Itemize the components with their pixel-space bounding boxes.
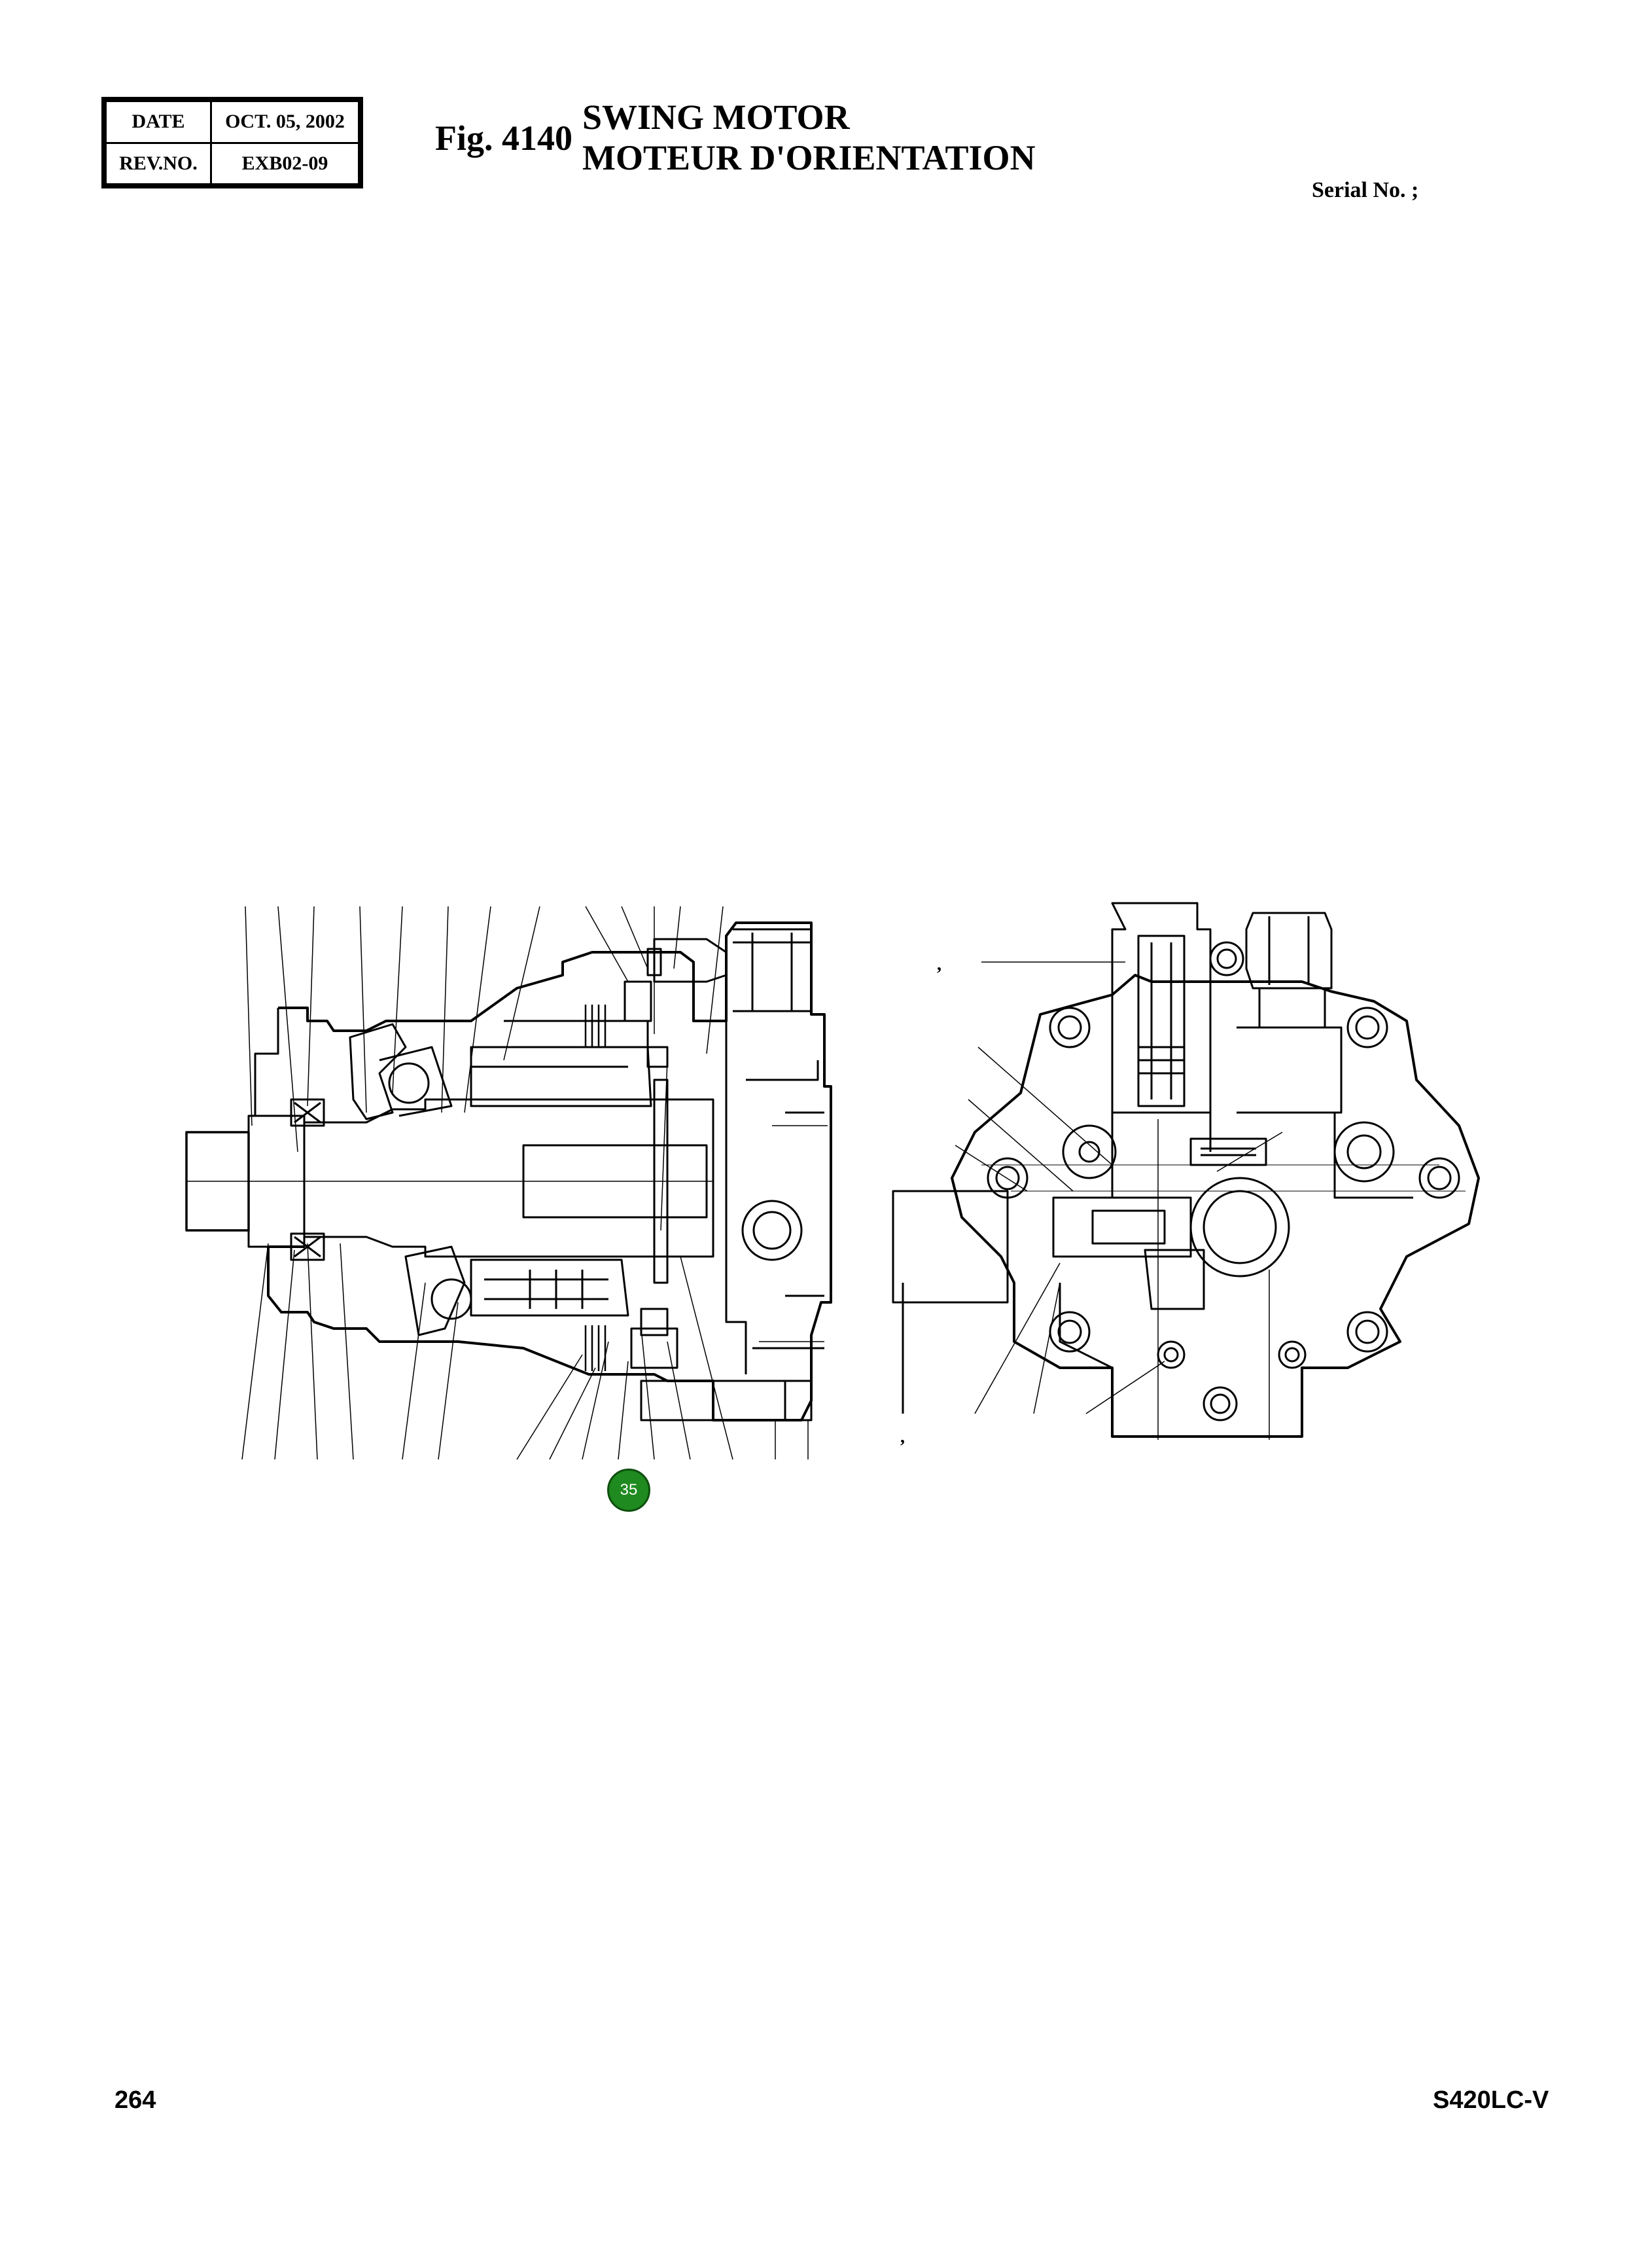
revision-value: EXB02-09 [210,141,360,185]
revision-label: REV.NO. [105,141,212,185]
end-view [892,902,1480,1438]
model-number: S420LC-V [1433,2086,1549,2114]
tick-mark: , [900,1427,905,1447]
page-number: 264 [114,2086,156,2114]
date-value: OCT. 05, 2002 [210,100,360,144]
serial-number-label: Serial No. ; [1312,178,1419,202]
date-label: DATE [105,100,212,144]
date-row: DATE OCT. 05, 2002 [105,100,360,144]
tick-mark: , [937,954,941,974]
cross-section-view [185,921,832,1421]
corner-bolts [987,941,1460,1421]
date-revision-box: DATE OCT. 05, 2002 REV.NO. EXB02-09 [101,97,363,188]
part-callout-badge[interactable]: 35 [607,1469,650,1512]
revision-row: REV.NO. EXB02-09 [105,141,360,185]
title-french: MOTEUR D'ORIENTATION [582,138,1036,177]
right-leader-lines [955,961,1466,1440]
date-revision-table: DATE OCT. 05, 2002 REV.NO. EXB02-09 [105,100,360,185]
title-english: SWING MOTOR [582,98,850,137]
figure-number: Fig. 4140 [435,118,572,158]
left-leader-lines [241,906,828,1460]
